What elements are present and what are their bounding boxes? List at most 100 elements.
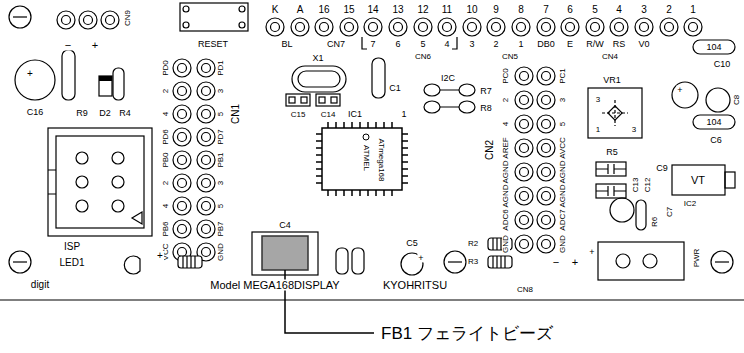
resistor-r4: [113, 68, 124, 100]
cn2-pads: [515, 67, 555, 253]
silk-label: R2: [467, 240, 479, 248]
inductor-symbol: [336, 248, 364, 274]
silk-label: C15: [290, 111, 307, 119]
silk-label: BL: [280, 40, 293, 49]
silk-label: 1: [400, 110, 407, 119]
silk-label: CN1: [231, 103, 241, 125]
silk-label: +: [417, 254, 424, 263]
silk-label: 14: [366, 5, 379, 15]
silk-label: GND: [217, 242, 225, 262]
silk-label: X1: [311, 54, 324, 63]
capacitor-c16: [15, 60, 55, 100]
silk-label: VT: [690, 175, 706, 186]
silk-label: PD7: [217, 128, 225, 146]
silk-label: 5: [217, 203, 225, 209]
silk-label: R8: [479, 104, 493, 113]
silk-label: 104: [705, 118, 722, 127]
silk-label: 12: [416, 5, 429, 15]
silk-label: 1: [689, 5, 697, 15]
silk-label: 3: [631, 126, 637, 134]
silk-label: 7: [369, 40, 376, 49]
silk-label: 6: [394, 40, 401, 49]
silk-label: 5: [559, 121, 567, 127]
silk-label: ATmega168: [377, 138, 385, 183]
silk-label: IC2: [683, 200, 697, 208]
silk-label: AGND: [502, 183, 510, 208]
isp-connector: [48, 128, 152, 236]
silk-label: CN7: [326, 40, 346, 49]
silk-label: PB7: [217, 220, 225, 237]
silk-label: 10: [465, 5, 478, 15]
silk-label: ISP: [63, 242, 81, 252]
silk-label: 2: [492, 40, 499, 49]
silk-label: R6: [651, 216, 659, 228]
crystal-x1: [292, 66, 346, 92]
silk-label: E: [566, 40, 574, 49]
silk-label: C8: [733, 94, 741, 106]
silk-label: CN9: [124, 9, 132, 27]
silk-label: PB1: [217, 151, 225, 168]
silk-label: 104: [705, 43, 722, 52]
silk-label: 11: [441, 5, 453, 15]
regulator-ic2: [672, 165, 735, 195]
silk-label: 6: [566, 5, 574, 15]
silk-label: CN5: [501, 53, 519, 61]
silk-label: D2: [98, 109, 112, 118]
silk-label: 16: [317, 5, 330, 15]
silk-label: 2: [162, 88, 170, 94]
silk-label: V0: [637, 40, 650, 49]
silk-label: 3: [640, 5, 648, 15]
silk-label: AGND: [559, 159, 567, 184]
cn1-pads: [173, 59, 215, 261]
silk-label: C5: [405, 239, 419, 248]
silk-label: RESET: [197, 40, 229, 49]
silk-label: ATMEL: [362, 144, 370, 172]
silk-label: 5: [217, 111, 225, 117]
silk-label: digit: [30, 280, 50, 290]
silk-label: R9: [75, 109, 89, 118]
silk-label: 4: [162, 111, 170, 117]
silk-label: AGND: [502, 159, 510, 184]
cn9-pads: [57, 11, 119, 29]
silk-label: R4: [118, 109, 132, 118]
silk-label: +: [571, 257, 579, 268]
silk-label: PC0: [502, 67, 510, 85]
silk-label: 13: [391, 5, 404, 15]
silk-label: IC1: [347, 110, 363, 119]
capacitor-symbols: [610, 40, 735, 230]
silk-label: +: [588, 248, 595, 257]
silk-label: PD1: [217, 59, 225, 77]
silk-label: GND: [502, 234, 510, 254]
power-connector: [598, 242, 684, 280]
silk-label: +: [91, 40, 99, 51]
silk-label: +: [156, 251, 164, 261]
mounting-hole: [9, 6, 733, 273]
board-edge: [0, 299, 744, 300]
ferrite-bead: [252, 232, 318, 275]
silk-label: PD6: [162, 128, 170, 146]
lcd-header-pads: [266, 18, 702, 36]
silk-label: FB1 フェライトビーズ: [380, 325, 554, 342]
silk-label: 3: [559, 97, 567, 103]
silk-label: AVCC: [559, 136, 567, 160]
silk-label: 7: [542, 5, 550, 15]
silk-label: C13: [632, 177, 640, 194]
silk-label: R3: [467, 258, 479, 266]
silk-label: 4: [443, 40, 450, 49]
silk-label: C16: [26, 108, 45, 117]
silk-label: AREF: [502, 136, 510, 159]
silk-label: LED1: [58, 258, 85, 268]
inductor-symbol: [178, 256, 202, 268]
silk-label: 4: [162, 203, 170, 209]
silk-label: 15: [342, 5, 355, 15]
silk-label: 2: [502, 97, 510, 103]
silk-label: −: [64, 40, 72, 51]
reset-switch: [180, 3, 248, 31]
silk-label: C1: [388, 84, 402, 93]
silk-label: C12: [644, 177, 652, 194]
silk-label: 4: [502, 121, 510, 127]
silk-label: RS: [612, 40, 627, 49]
silk-label: 5: [591, 5, 599, 15]
silk-label: 8: [517, 5, 525, 15]
i2c-resistors: [424, 84, 475, 113]
